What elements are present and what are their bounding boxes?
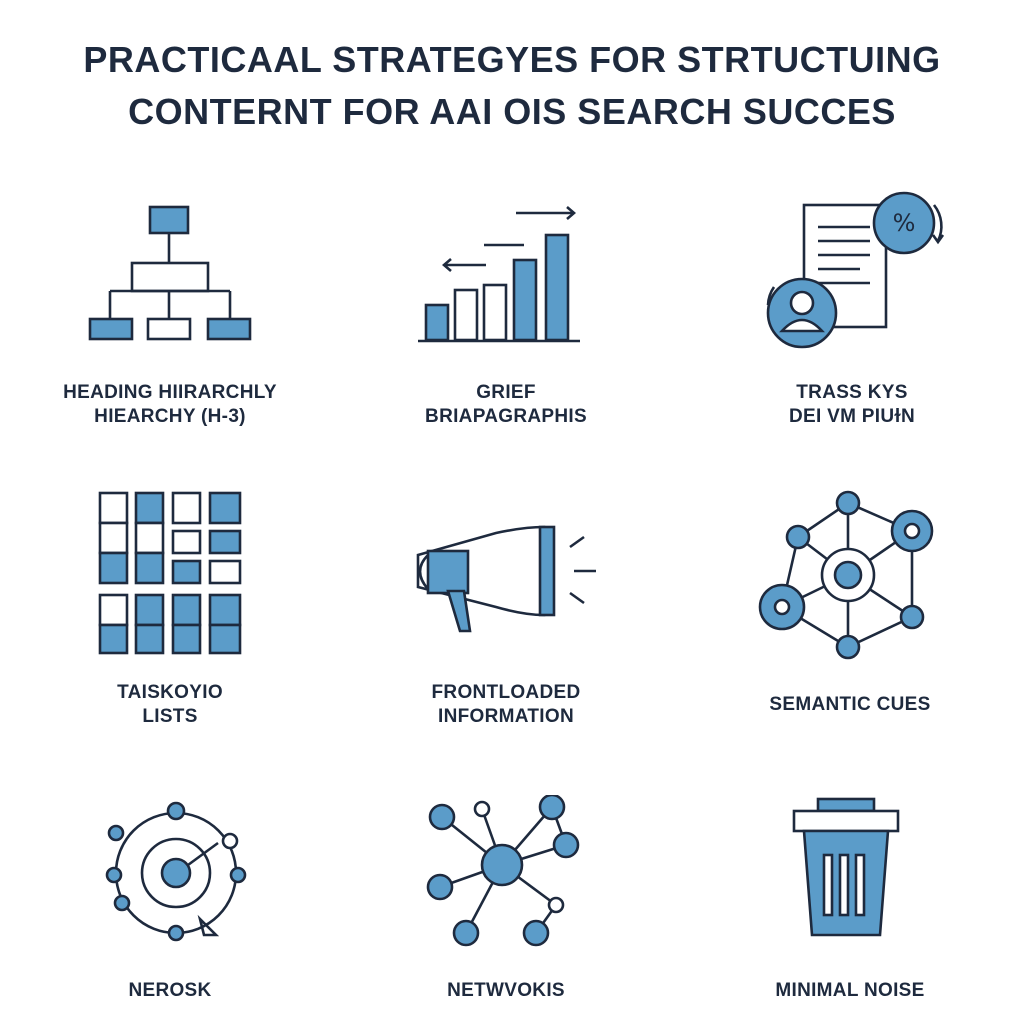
title-line-1: PRACTICAAL STRATEGYES FOR STRTUCTUING (83, 39, 941, 80)
card-label: SEMANTIC CUES (769, 694, 931, 715)
card-brief-paragraphs: GRIEF BRIAPAGRAPHIS (356, 195, 656, 445)
card-heading-hierarchy: HEADING HIIRARCHLY HIEARCHY (H-3) (20, 195, 320, 445)
card-label: GRIEF BRIAPAGRAPHIS (425, 382, 587, 427)
card-frontloaded-information: FRONTLOADED INFORMATION (356, 505, 656, 735)
card-nerosk: NEROSK (20, 795, 320, 1015)
card-task-lists: TAISKOYIO LISTS (20, 485, 320, 735)
grid-list-icon (98, 491, 242, 655)
card-trass-keys: % TRASS KYS DEI VM PIUɫN (702, 185, 1002, 445)
card-label: TRASS KYS DEI VM PIUɫN (788, 382, 916, 427)
trash-can-icon (792, 797, 900, 937)
page-title: PRACTICAAL STRATEGYES FOR STRTUCTUING CO… (0, 34, 1024, 138)
title-line-2: CONTERNT FOR AAI OIS SEARCH SUCCES (128, 91, 896, 132)
bar-chart-arrows-icon (418, 206, 580, 343)
card-minimal-noise: MINIMAL NOISE (700, 795, 1000, 1015)
hierarchy-tree-icon (88, 205, 252, 341)
card-label: HEADING HIIRARCHLY HIEARCHY (H-3) (63, 382, 277, 427)
semantic-network-icon (758, 490, 934, 660)
card-label: TAISKOYIO LISTS (117, 682, 223, 727)
orbit-target-icon (105, 801, 247, 942)
card-label: NETWVOKIS (447, 980, 565, 1001)
svg-text:%: % (893, 209, 916, 237)
card-label: FRONTLOADED INFORMATION (431, 682, 581, 727)
card-label: MINIMAL NOISE (775, 980, 925, 1001)
card-label: NEROSK (128, 980, 212, 1001)
megaphone-icon (416, 525, 596, 633)
card-semantic-cues: SEMANTIC CUES (700, 485, 1000, 735)
network-nodes-icon (426, 795, 580, 947)
card-networks: NETWVOKIS (356, 795, 656, 1015)
document-user-percent-icon: % (766, 191, 945, 349)
